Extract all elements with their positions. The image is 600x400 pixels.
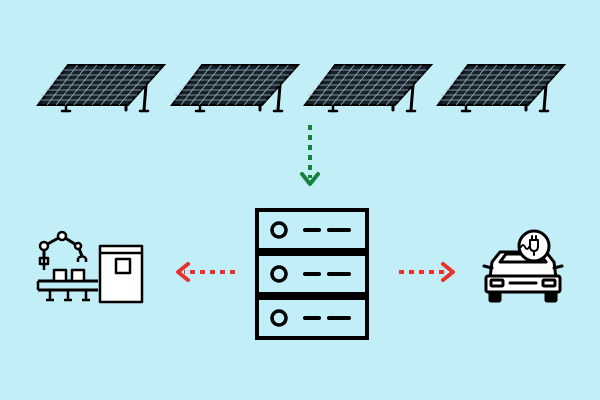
solar-panel-icon — [303, 63, 433, 113]
arrow-left-icon — [176, 262, 235, 282]
rack-unit-middle — [255, 252, 369, 296]
server-rack-battery-icon — [255, 208, 369, 340]
rack-unit-bottom — [255, 296, 369, 340]
solar-panel-icon — [436, 63, 566, 113]
rack-unit-top — [255, 208, 369, 252]
robotic-factory-icon — [36, 230, 144, 304]
arrow-right-icon — [399, 262, 455, 282]
solar-panel-icon — [36, 63, 166, 113]
solar-panel-icon — [170, 63, 300, 113]
electric-car-icon — [482, 250, 564, 303]
plug-icon — [517, 229, 551, 263]
arrow-down-icon — [300, 125, 320, 186]
solar-array — [36, 63, 566, 113]
